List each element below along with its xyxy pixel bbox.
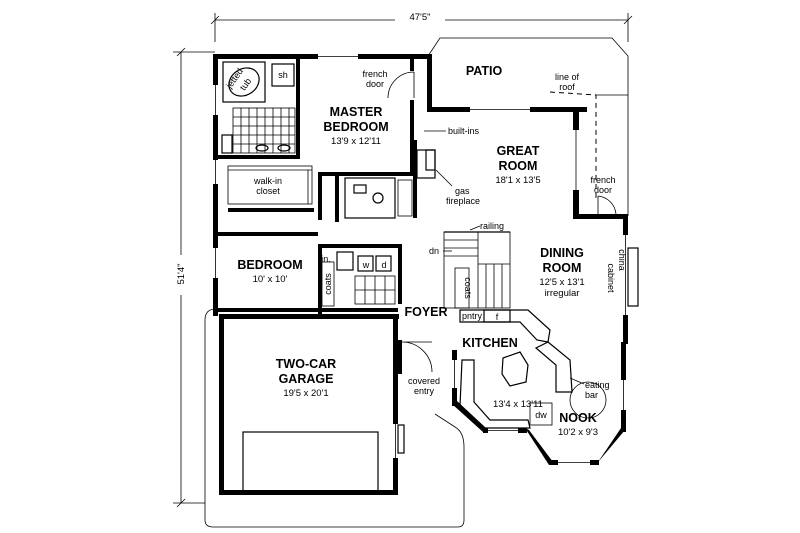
gas-fireplace-label-1: gas: [455, 186, 470, 196]
eating-bar-label-2: bar: [585, 390, 598, 400]
great-room-label-line2: ROOM: [499, 159, 538, 173]
linen-label: lin.: [319, 254, 331, 264]
depth-dimension-line: [171, 47, 215, 508]
french-door-great-label-2: door: [594, 185, 612, 195]
dryer-label: d: [381, 260, 386, 270]
eating-bar-leader: [569, 377, 585, 385]
walk-in-closet-label-1: walk-in: [253, 176, 282, 186]
garage-label-line2: GARAGE: [279, 372, 334, 386]
interior-walls: [218, 56, 417, 314]
dining-room-note: irregular: [545, 288, 580, 299]
washer-label: w: [362, 260, 370, 270]
fireplace-leader: [435, 169, 453, 187]
dishwasher-label: dw: [535, 410, 547, 420]
garage-label-line1: TWO-CAR: [276, 357, 336, 371]
master-bedroom-label-line1: MASTER: [330, 105, 383, 119]
line-of-roof-label-2: roof: [559, 82, 575, 92]
overall-depth-label: 51'4": [176, 263, 187, 284]
bedroom-size: 10' x 10': [253, 274, 288, 285]
windows: [213, 54, 628, 465]
line-of-roof: [549, 91, 597, 200]
down-label: dn: [429, 246, 439, 256]
french-door-master-label-2: door: [366, 79, 384, 89]
coats-hall-label: coats: [323, 273, 333, 295]
overall-width-label: 47'5": [409, 12, 430, 23]
dining-room-label-line2: ROOM: [543, 261, 582, 275]
nook-label: NOOK: [559, 411, 597, 425]
covered-entry-label-1: covered: [408, 376, 440, 386]
china-cabinet-label-1: china: [617, 249, 627, 271]
foyer-label: FOYER: [404, 305, 447, 319]
patio-label: PATIO: [466, 64, 503, 78]
nook-size: 10'2 x 9'3: [558, 427, 598, 438]
eating-bar-label-1: eating: [585, 380, 610, 390]
width-dimension-line: [210, 10, 633, 42]
china-cabinet-label-2: cabinet: [606, 263, 616, 293]
garage-size: 19'5 x 20'1: [283, 388, 328, 399]
built-ins-label: built-ins: [448, 126, 480, 136]
great-room-size: 18'1 x 13'5: [495, 175, 540, 186]
china-cabinet: [627, 247, 639, 307]
interior-details: [221, 61, 617, 493]
french-door-great-label-1: french: [590, 175, 615, 185]
kitchen-label: KITCHEN: [462, 336, 518, 350]
coats-foyer-label: coats: [463, 277, 473, 299]
walk-in-closet-label-2: closet: [256, 186, 280, 196]
master-bedroom-size: 13'9 x 12'11: [331, 136, 381, 147]
line-of-roof-label-1: line of: [555, 72, 580, 82]
fridge-label: f: [496, 312, 499, 322]
master-bedroom-label-line2: BEDROOM: [323, 120, 388, 134]
shower-label: sh: [278, 70, 288, 80]
railing-label: railing: [480, 221, 504, 231]
kitchen-size: 13'4 x 13'11: [493, 399, 543, 410]
pantry-label: pntry: [462, 311, 483, 321]
railing-leader: [469, 225, 481, 231]
dining-room-size: 12'5 x 13'1: [539, 277, 584, 288]
bedroom-label: BEDROOM: [237, 258, 302, 272]
gas-fireplace-label-2: fireplace: [446, 196, 480, 206]
dining-room-label-line1: DINING: [540, 246, 584, 260]
french-door-master-label-1: french: [362, 69, 387, 79]
covered-entry-label-2: entry: [414, 386, 435, 396]
great-room-label-line1: GREAT: [497, 144, 540, 158]
